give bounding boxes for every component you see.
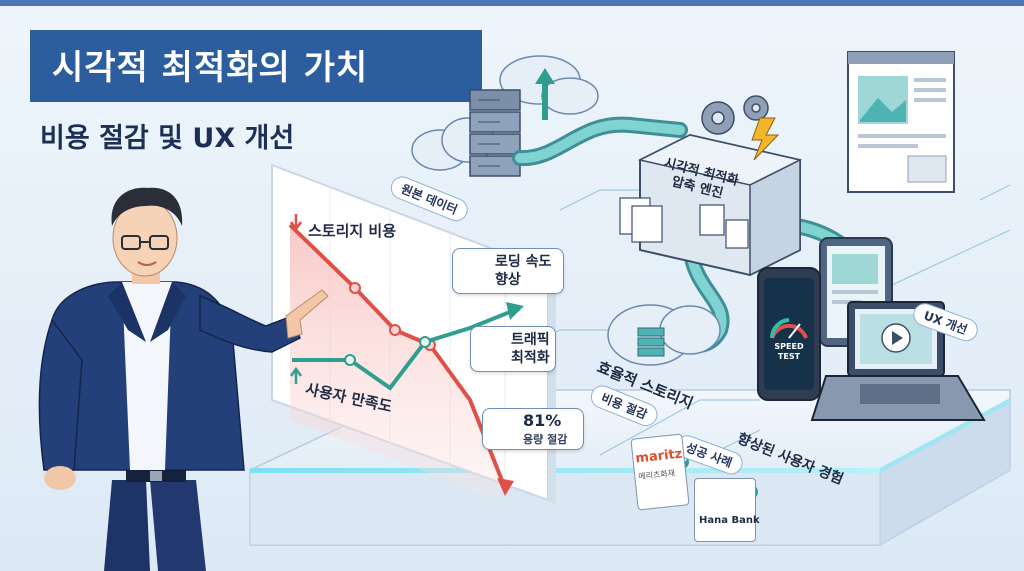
traffic-line1: 트래픽 (511, 332, 550, 348)
maritz-logo-text: maritz (634, 446, 684, 467)
traffic-line2: 최적화 (511, 350, 550, 366)
hana-bank-logo-card: Hana Bank (694, 478, 760, 542)
maritz-subtext: 메리츠화재 (637, 468, 676, 482)
lightning-icon (751, 117, 780, 161)
smartphone-icon (757, 267, 821, 401)
page-subtitle: 비용 절감 및 UX 개선 (40, 123, 295, 154)
capacity-value: 81% (523, 411, 562, 430)
document-icons (619, 197, 749, 249)
loading-speed-line2: 향상 (495, 272, 521, 288)
gear-icon (701, 95, 769, 135)
speed-test-label: SPEED TEST (774, 342, 804, 361)
maritz-logo-card: maritz 메리츠화재 (630, 433, 690, 511)
server-stack-icon (411, 55, 599, 177)
capacity-saving-callout: 81% 용량 절감 (482, 408, 584, 450)
browser-window-icon (847, 51, 955, 193)
capacity-label: 용량 절감 (523, 433, 568, 446)
top-accent-bar (0, 0, 1024, 6)
hana-bank-logo-text: Hana Bank (699, 515, 760, 526)
loading-speed-line1: 로딩 속도 (495, 254, 552, 270)
loading-speed-callout: 로딩 속도 향상 (452, 248, 564, 294)
efficient-storage-icon (607, 304, 721, 366)
title-banner (30, 30, 482, 102)
traffic-callout: 트래픽 최적화 (470, 326, 556, 372)
presenter-person (38, 187, 329, 571)
page-title: 시각적 최적화의 가치 (52, 48, 369, 88)
storage-cost-label: 스토리지 비용 (308, 222, 397, 240)
